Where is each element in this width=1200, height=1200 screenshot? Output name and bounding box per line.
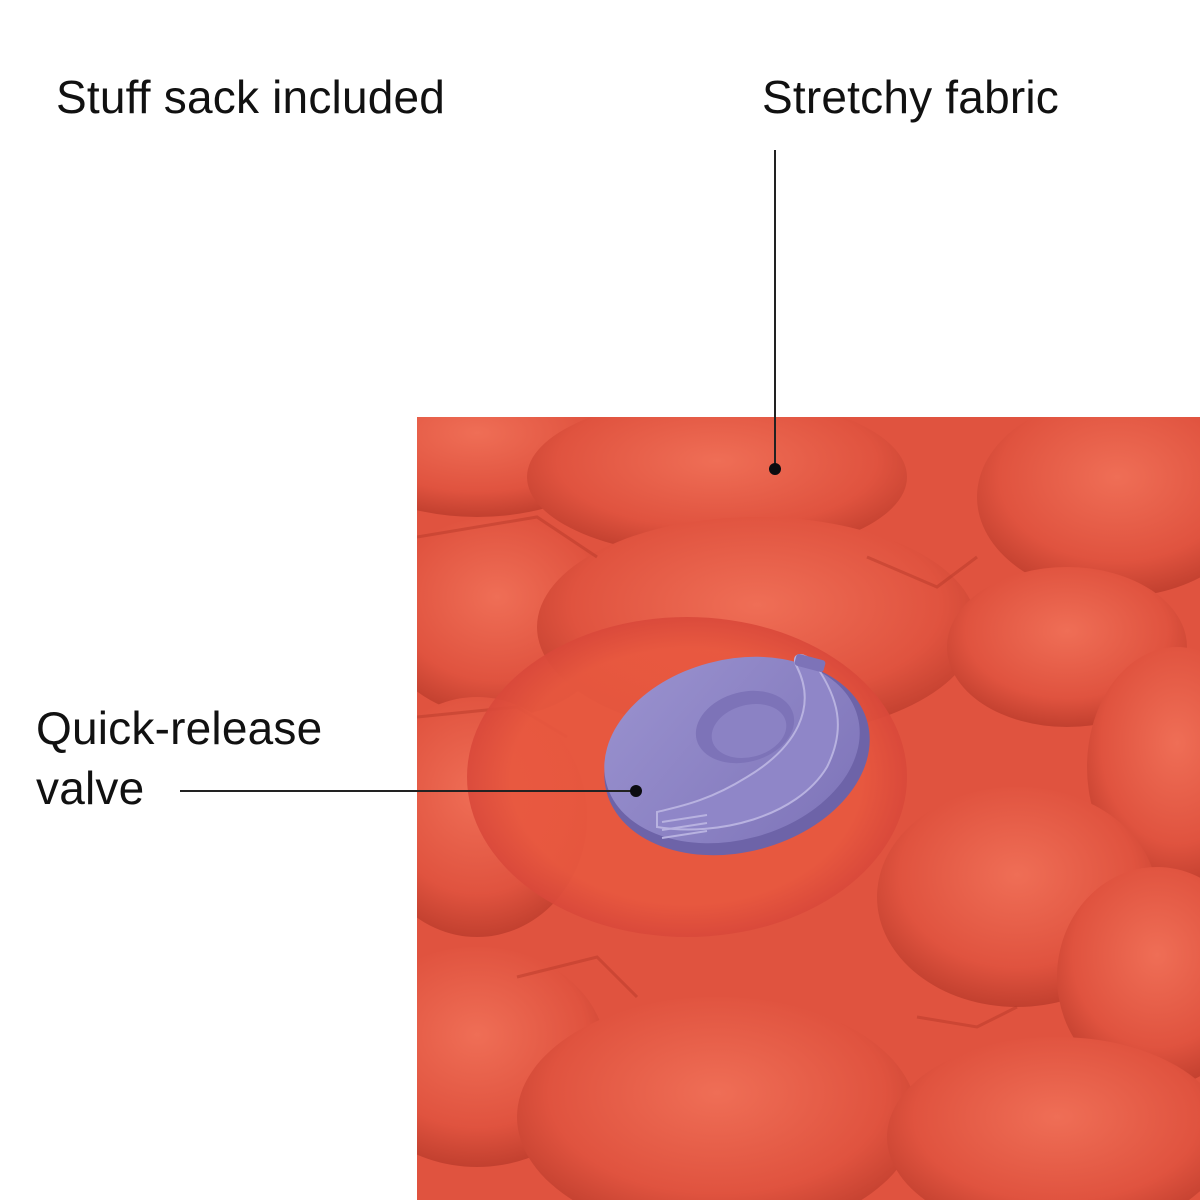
callout-label-valve-line2: valve (36, 762, 145, 814)
valve (604, 653, 870, 856)
sleeping-pad-illustration (417, 417, 1200, 1200)
callout-label-valve: Quick-release valve (36, 698, 322, 818)
leader-line-stretchy-fabric (774, 150, 776, 468)
leader-line-valve (180, 790, 635, 792)
product-photo-sleeping-pad (417, 417, 1200, 1200)
callout-label-valve-line1: Quick-release (36, 702, 323, 754)
fabric-chambers (417, 417, 1200, 1200)
callout-dot-stretchy-fabric (769, 463, 781, 475)
callout-label-stuff-sack: Stuff sack included (56, 71, 446, 123)
callout-dot-valve (630, 785, 642, 797)
callout-label-stretchy-fabric: Stretchy fabric (762, 71, 1059, 123)
